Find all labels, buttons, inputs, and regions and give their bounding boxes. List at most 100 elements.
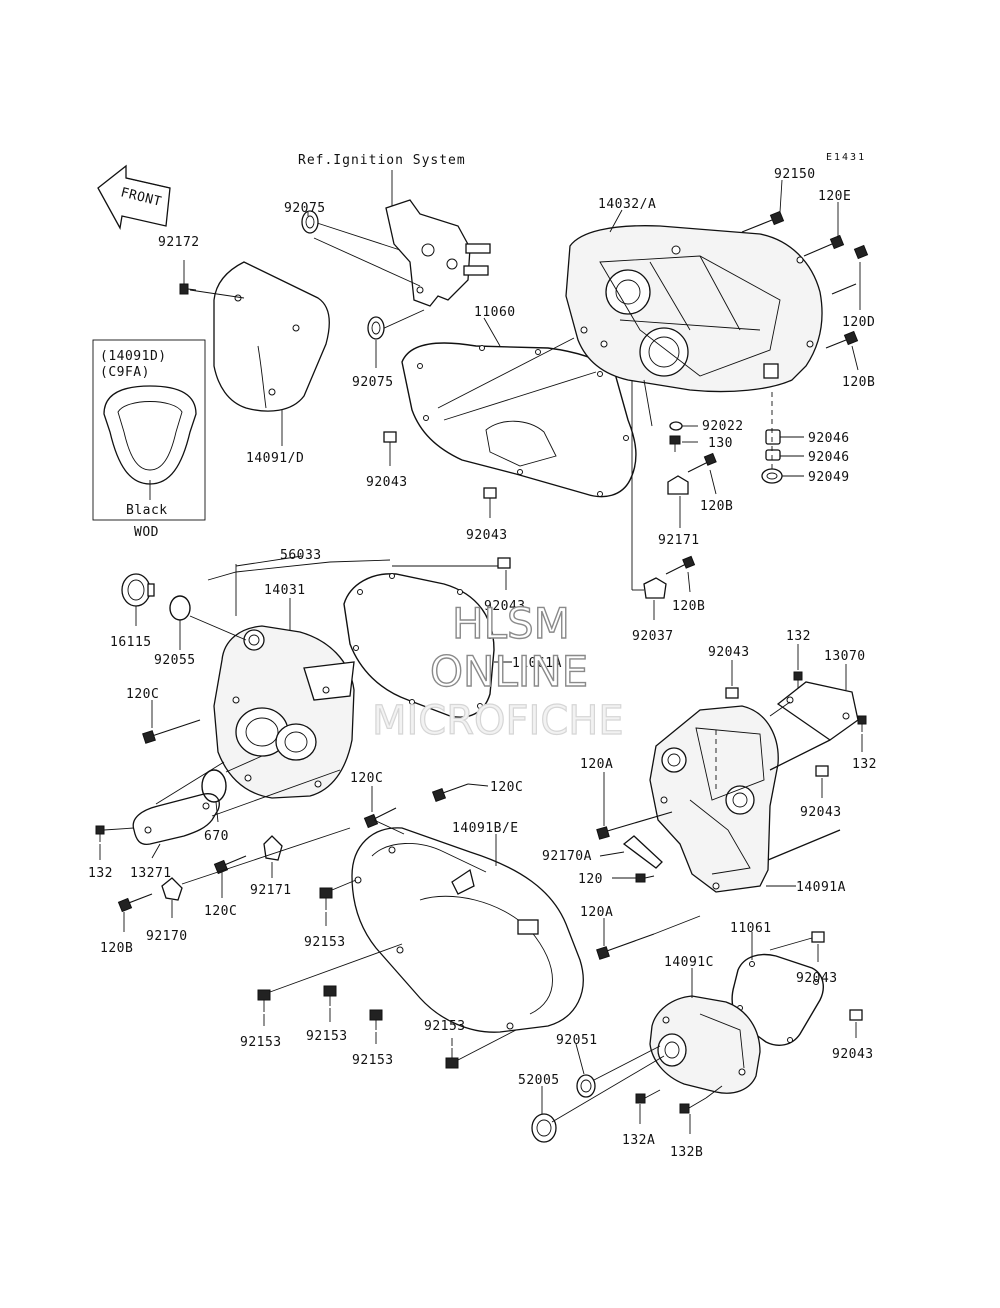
- ignition-bracket: [385, 199, 491, 307]
- watermark-line3: MICROFICHE: [372, 698, 624, 744]
- dowel-92043-b: [483, 487, 497, 499]
- bolt-120b-b: [687, 452, 717, 473]
- bolt-92150: [741, 210, 785, 233]
- label-92153-a: 92153: [304, 935, 346, 950]
- bolt-92153-d: [369, 1009, 383, 1030]
- clamp-92171-b: [263, 835, 283, 861]
- bolt-120d: [831, 244, 869, 295]
- watermark-line2: ONLINE: [430, 647, 588, 696]
- inset-color-name: Black: [126, 503, 168, 518]
- label-13070: 13070: [824, 649, 866, 664]
- bolt-120c-a: [142, 719, 201, 744]
- bolt-120c-c: [431, 783, 469, 803]
- label-120a-b: 120A: [580, 905, 613, 920]
- screw-132-b: [793, 671, 803, 688]
- bolt-120c-d: [213, 855, 247, 875]
- label-92049: 92049: [808, 470, 850, 485]
- dowel-92043-a: [383, 431, 397, 443]
- bolt-120e: [803, 234, 845, 257]
- seal-92049: [761, 468, 783, 484]
- clamp-92170: [161, 877, 183, 901]
- dowel-92043-e: [815, 765, 829, 777]
- screw-132-a: [95, 825, 105, 842]
- plate-13070: [776, 681, 859, 741]
- label-14091c: 14091C: [664, 955, 714, 970]
- label-16115: 16115: [110, 635, 152, 650]
- dowel-92043-c: [497, 557, 511, 569]
- label-92153-c: 92153: [306, 1029, 348, 1044]
- label-92051: 92051: [556, 1033, 598, 1048]
- label-130: 130: [708, 436, 733, 451]
- label-120c-b: 120C: [350, 771, 383, 786]
- label-14091a: 14091A: [796, 880, 846, 895]
- label-92043-f: 92043: [796, 971, 838, 986]
- label-670: 670: [204, 829, 229, 844]
- label-92170a: 92170A: [542, 849, 592, 864]
- label-92055: 92055: [154, 653, 196, 668]
- label-92043-g: 92043: [832, 1047, 874, 1062]
- clamp-92171-a: [667, 475, 689, 495]
- label-92043-e: 92043: [800, 805, 842, 820]
- watermark: HLSM ONLINE MICROFICHE: [371, 598, 624, 744]
- gasket-11061a: [343, 573, 495, 718]
- screw-130: [669, 435, 681, 452]
- label-92153-d: 92153: [352, 1053, 394, 1068]
- label-92043-c: 92043: [484, 599, 526, 614]
- bolt-120b-a: [825, 330, 859, 349]
- cover-14091b-e: [351, 827, 584, 1033]
- o-ring-670: [201, 769, 227, 803]
- label-120b-b: 120B: [700, 499, 733, 514]
- screw-92172: [179, 283, 197, 295]
- label-92046-a: 92046: [808, 431, 850, 446]
- label-120b-d: 120B: [100, 941, 133, 956]
- label-120b-a: 120B: [842, 375, 875, 390]
- bolt-120a-a: [596, 811, 673, 840]
- bushing-92046-b: [765, 449, 781, 461]
- screw-132b: [679, 1097, 707, 1114]
- label-52005: 52005: [518, 1073, 560, 1088]
- grommet-92075-mid: [367, 316, 385, 340]
- label-92022: 92022: [702, 419, 744, 434]
- label-132b: 132B: [670, 1145, 703, 1160]
- label-120c-a: 120C: [126, 687, 159, 702]
- label-92171-a: 92171: [658, 533, 700, 548]
- bolt-120a-b: [596, 933, 655, 960]
- bolt-120b-c: [665, 555, 696, 575]
- dowel-92043-d: [725, 687, 739, 699]
- label-92075-top: 92075: [284, 201, 326, 216]
- bolt-92153-b: [257, 989, 271, 1012]
- label-92037: 92037: [632, 629, 674, 644]
- label-14091-d: 14091/D: [246, 451, 304, 466]
- inset-box: (14091D) (C9FA) Black WOD: [92, 339, 206, 540]
- grommet-92075-top: [301, 210, 319, 234]
- label-120c-d: 120C: [204, 904, 237, 919]
- clamp-92037: [643, 577, 667, 599]
- label-56033: 56033: [280, 548, 322, 563]
- label-132-a: 132: [88, 866, 113, 881]
- clutch-cover-14031: [213, 625, 355, 799]
- seal-92051: [576, 1074, 596, 1098]
- bushing-92046-a: [765, 429, 781, 445]
- label-14032-a: 14032/A: [598, 197, 656, 212]
- watermark-line1: HLSM: [452, 599, 570, 648]
- label-92043-d: 92043: [708, 645, 750, 660]
- front-arrow-icon: FRONT: [97, 164, 171, 230]
- label-14091b-e: 14091B/E: [452, 821, 519, 836]
- label-11060: 11060: [474, 305, 516, 320]
- bolt-120c-b: [363, 807, 397, 829]
- label-11061: 11061: [730, 921, 772, 936]
- label-92153-e: 92153: [424, 1019, 466, 1034]
- label-120d: 120D: [842, 315, 875, 330]
- inset-color-code: (C9FA): [100, 365, 150, 380]
- label-132-b: 132: [786, 629, 811, 644]
- label-92170: 92170: [146, 929, 188, 944]
- inset-footer: WOD: [134, 525, 159, 540]
- label-92043-b: 92043: [466, 528, 508, 543]
- bolt-92153-e: [445, 1048, 459, 1069]
- label-92043-a: 92043: [366, 475, 408, 490]
- cover-14091c: [649, 995, 761, 1094]
- cover-14091-d: [213, 261, 330, 412]
- label-120: 120: [578, 872, 603, 887]
- bracket-14091a: [649, 705, 841, 893]
